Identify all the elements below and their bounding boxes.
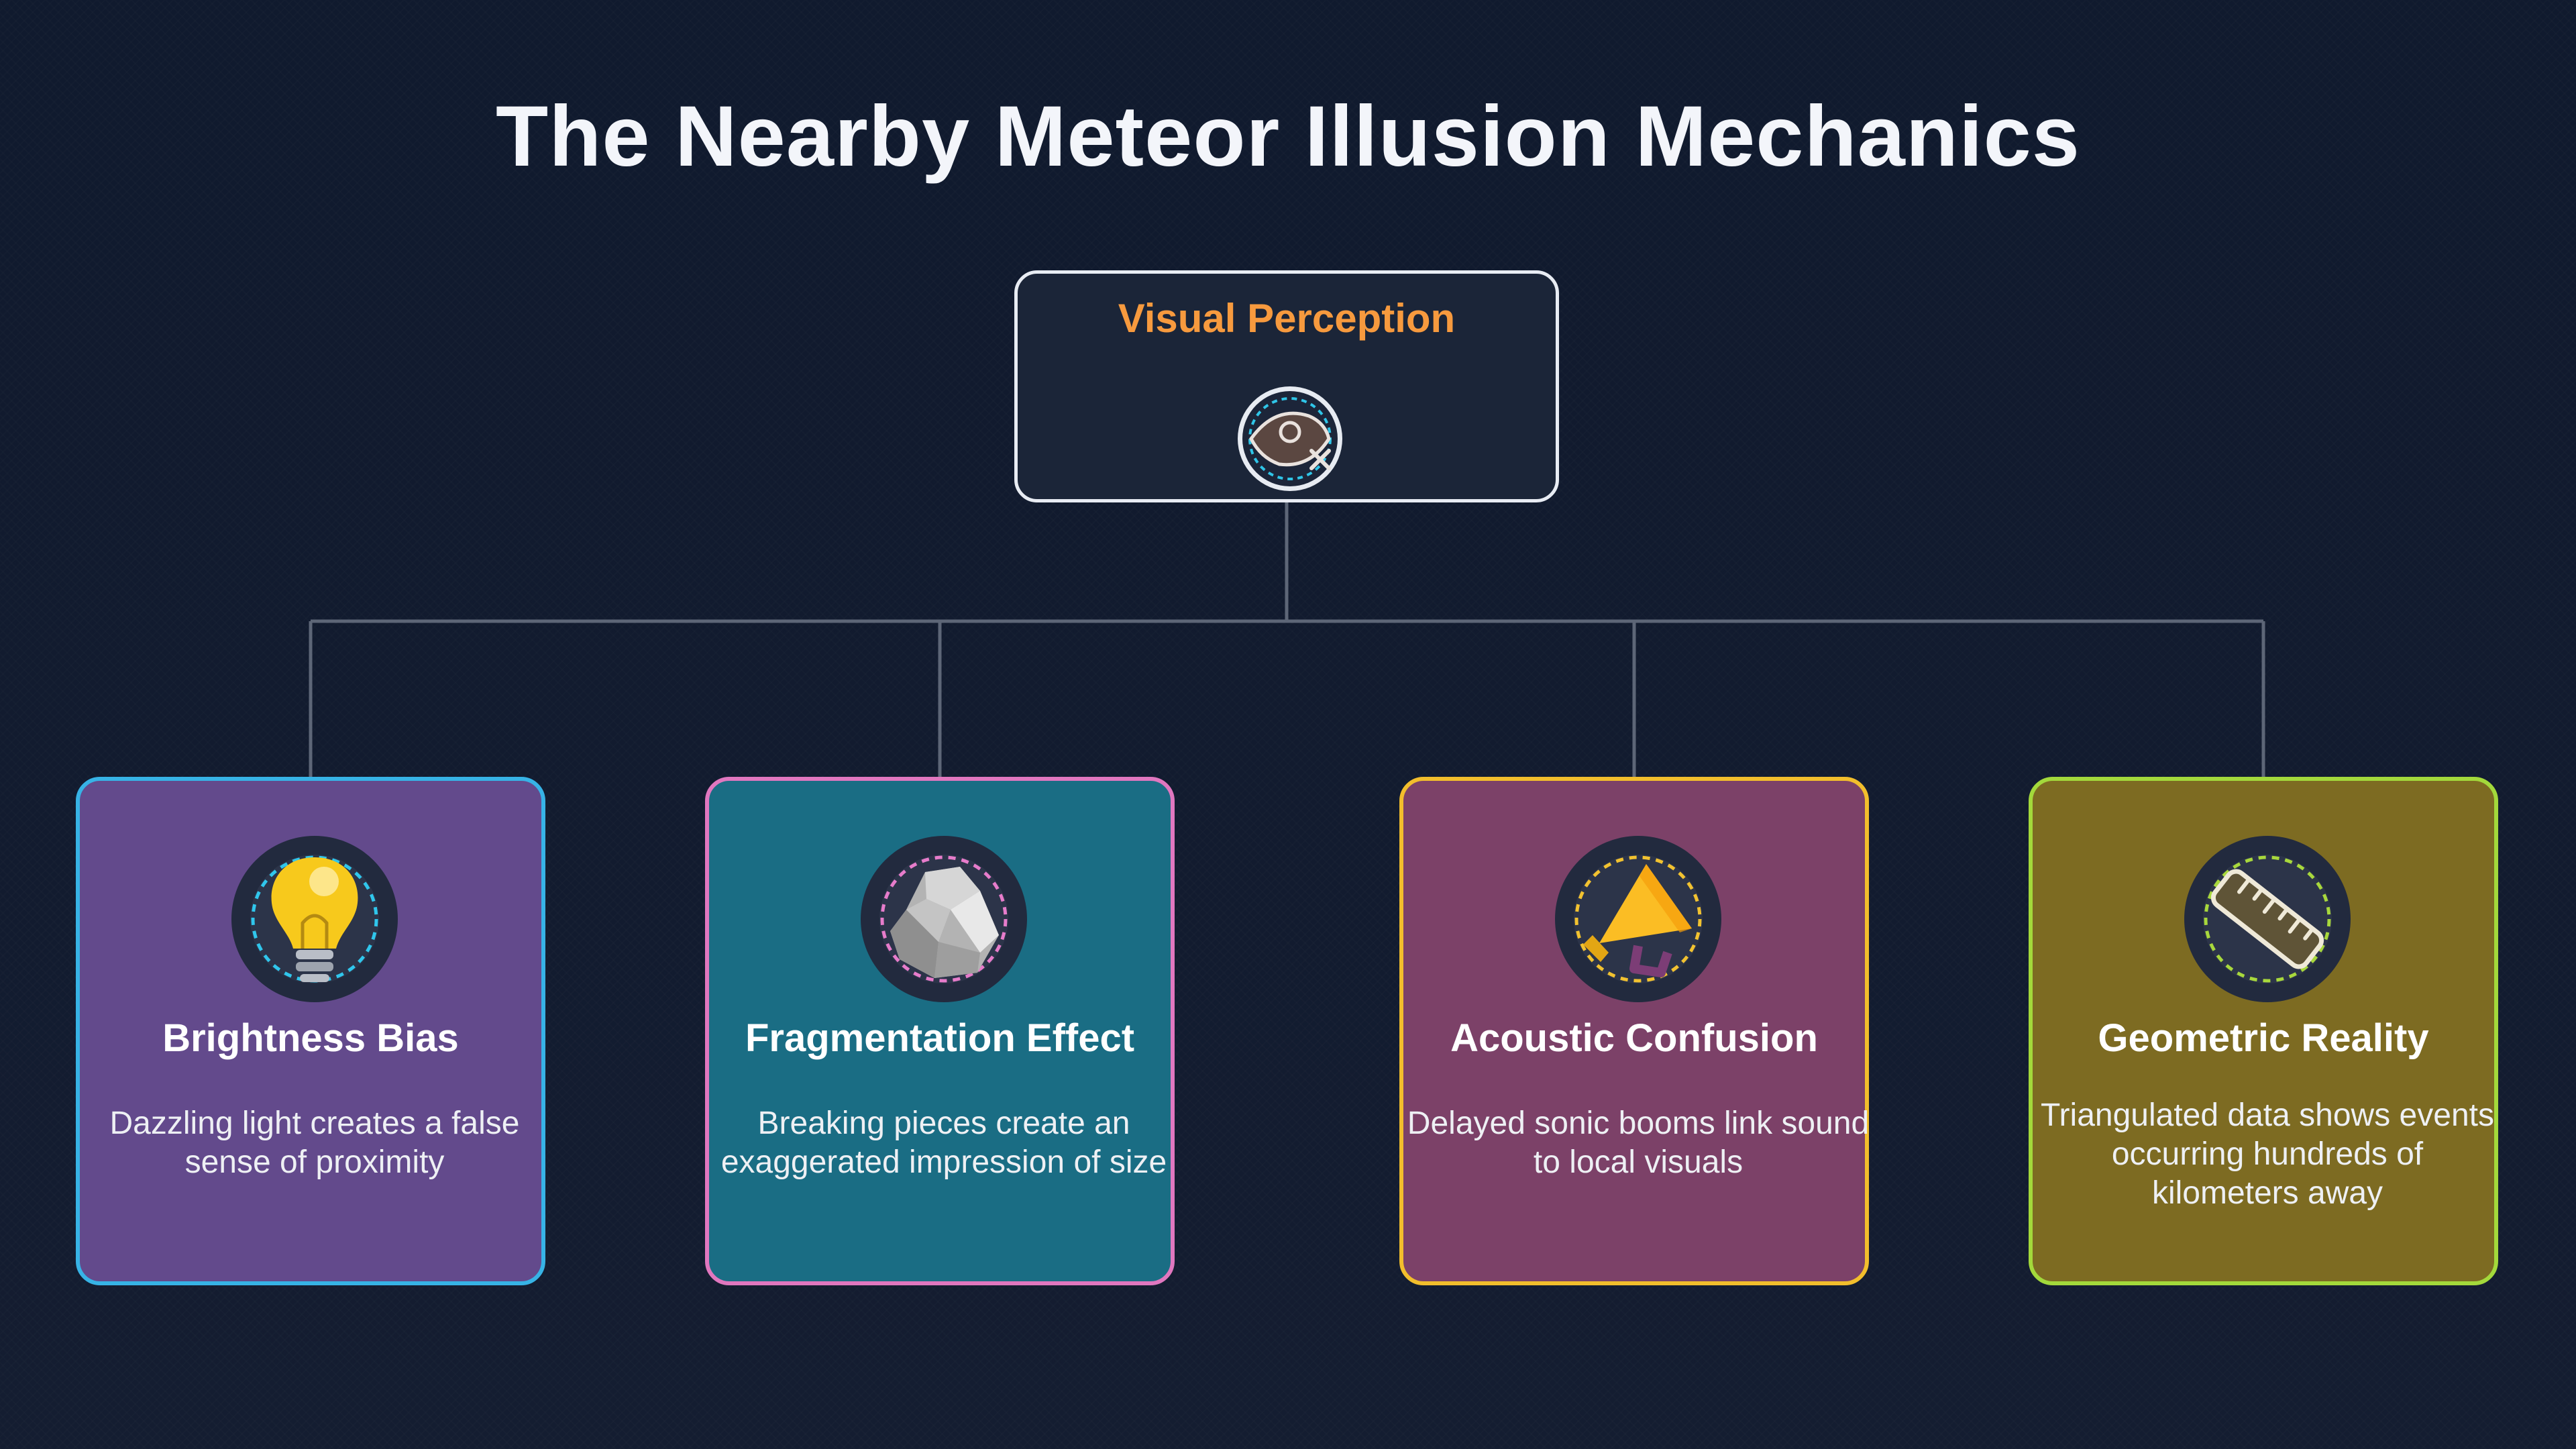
rock-icon bbox=[861, 836, 1027, 1002]
eye-crossed-icon bbox=[1238, 386, 1342, 491]
node-description-line: to local visuals bbox=[1533, 1144, 1743, 1180]
diagram-title: The Nearby Meteor Illusion Mechanics bbox=[496, 89, 2080, 184]
node-description: Dazzling light creates a false sense of … bbox=[66, 1104, 563, 1182]
node-description-line: Dazzling light creates a false bbox=[109, 1106, 520, 1141]
node-title: Fragmentation Effect bbox=[745, 1016, 1135, 1060]
node-description: Delayed sonic booms link sound to local … bbox=[1390, 1104, 1886, 1182]
node-description-line: sense of proximity bbox=[184, 1144, 445, 1180]
root-node-label: Visual Perception bbox=[1118, 296, 1456, 341]
root-node-visual-perception: Visual Perception bbox=[1014, 270, 1559, 502]
node-description-line: Breaking pieces create an bbox=[757, 1106, 1130, 1141]
node-title: Acoustic Confusion bbox=[1450, 1016, 1818, 1060]
node-description: Triangulated data shows events occurring… bbox=[2019, 1096, 2516, 1213]
node-description-line: kilometers away bbox=[2151, 1175, 2383, 1211]
lightbulb-icon bbox=[231, 836, 398, 1002]
node-description-line: exaggerated impression of size bbox=[720, 1144, 1167, 1180]
node-description: Breaking pieces create an exaggerated im… bbox=[696, 1104, 1192, 1182]
node-acoustic-confusion: Acoustic Confusion Delayed sonic booms l… bbox=[1399, 777, 1869, 1285]
ruler-icon bbox=[2184, 836, 2351, 1002]
megaphone-icon bbox=[1555, 836, 1721, 1002]
node-title: Brightness Bias bbox=[162, 1016, 459, 1060]
node-title: Geometric Reality bbox=[2098, 1016, 2429, 1060]
node-fragmentation-effect: Fragmentation Effect Breaking pieces cre… bbox=[705, 777, 1175, 1285]
node-description-line: Delayed sonic booms link sound bbox=[1407, 1106, 1870, 1141]
node-description-line: occurring hundreds of bbox=[2111, 1136, 2424, 1172]
node-description-line: Triangulated data shows events bbox=[2041, 1097, 2494, 1133]
node-geometric-reality: Geometric Reality Triangulated data show… bbox=[2029, 777, 2498, 1285]
node-brightness-bias: Brightness Bias Dazzling light creates a… bbox=[76, 777, 545, 1285]
